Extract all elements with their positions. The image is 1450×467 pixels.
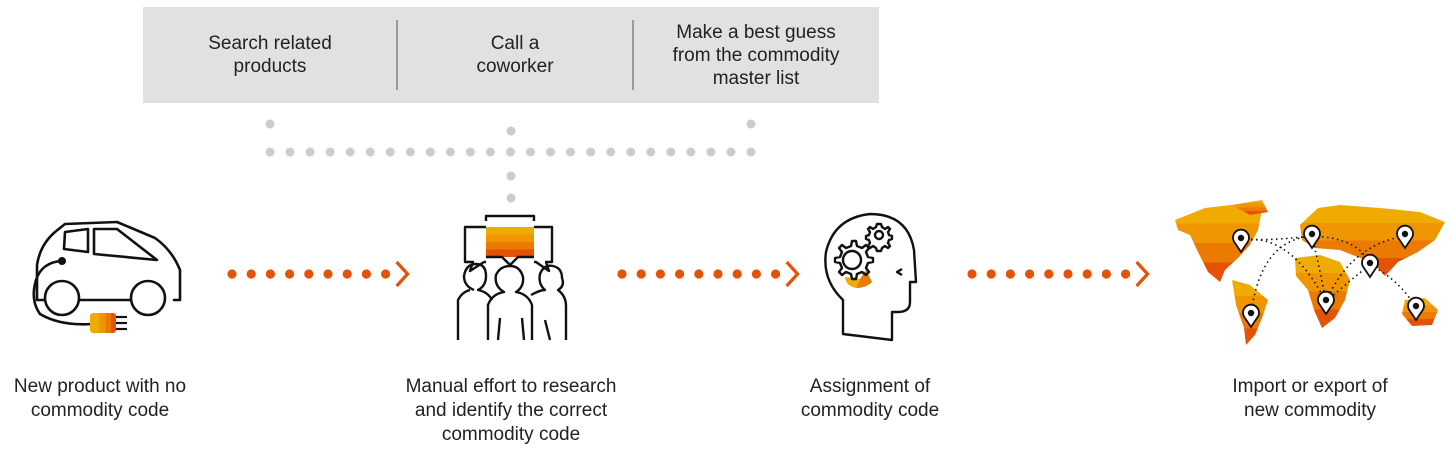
connector-dot [746,147,756,157]
step-caption-assignment: Assignment of commodity code [800,376,940,421]
connector-dot [325,147,335,157]
arrow-dot [732,269,742,279]
arrow-dot [675,269,685,279]
connector-dot [385,147,395,157]
arrow-dot [381,269,391,279]
arrow-dot [227,269,237,279]
location-pin-icon [1242,303,1260,329]
connector-dot [445,147,455,157]
connector-dot [506,126,516,136]
connector-dot [726,147,736,157]
location-pin-icon [1303,224,1321,250]
location-pin-icon [1232,228,1250,254]
flow-arrow [967,260,1150,288]
connector-dot [405,147,415,157]
arrow-dot [265,269,275,279]
connector-dot [485,147,495,157]
arrow-dot [361,269,371,279]
connector-dot [746,119,756,129]
option-search-related-products: Search related products [208,33,332,77]
arrow-dot [1121,269,1131,279]
arrow-dot [1082,269,1092,279]
arrow-dot [304,269,314,279]
connector-dot [586,147,596,157]
connector-dot [345,147,355,157]
chevron-right-icon [1135,260,1150,288]
arrow-dot [1101,269,1111,279]
connector-dot [546,147,556,157]
arrow-dot [636,269,646,279]
arrow-dot [694,269,704,279]
arrow-dot [285,269,295,279]
arrow-dot [246,269,256,279]
arrow-dot [342,269,352,279]
chevron-right-icon [395,260,410,288]
arrow-dot [1063,269,1073,279]
step-caption-new-product: New product with no commodity code [13,376,187,421]
arrow-dot [617,269,627,279]
connector-dot [666,147,676,157]
arrow-dot [1005,269,1016,279]
connector-dot [465,147,475,157]
step-caption-import-export: Import or export of new commodity [1232,376,1388,421]
flow-arrow [227,260,410,288]
connector-dot [506,193,516,203]
arrow-dot [1025,269,1035,279]
arrow-dot [1044,269,1054,279]
location-pin-icon [1361,253,1379,279]
location-pin-icon [1407,296,1425,322]
connector-dot [265,147,275,157]
option-divider [632,20,634,90]
connector-dot [566,147,576,157]
connector-dot [505,147,515,157]
connector-dot [285,147,295,157]
option-call-coworker: Call a coworker [476,33,554,77]
connector-dot [365,147,375,157]
arrow-dot [655,269,666,279]
option-best-guess-master-list: Make a best guess from the commodity mas… [672,21,840,89]
arrow-dot [323,269,333,279]
connector-dot [646,147,656,157]
arrow-dot [713,269,723,279]
arrow-dot [986,269,996,279]
arrow-dot [967,269,977,279]
connector-dot [686,147,696,157]
arrow-dot [771,269,781,279]
connector-dot [425,147,435,157]
connector-dot [526,147,536,157]
connector-dot [626,147,636,157]
connector-dot [606,147,616,157]
location-pin-icon [1317,290,1335,316]
connector-dot [265,119,275,129]
connector-dot [305,147,315,157]
arrow-dot [751,269,762,279]
chevron-right-icon [785,260,800,288]
option-divider [396,20,398,90]
connector-dot [506,171,516,181]
step-caption-manual-effort: Manual effort to research and identify t… [405,376,617,445]
options-box: Search related products Call a coworker … [143,7,879,103]
flow-arrow [617,260,800,288]
location-pin-icon [1396,224,1414,250]
connector-dot [706,147,716,157]
